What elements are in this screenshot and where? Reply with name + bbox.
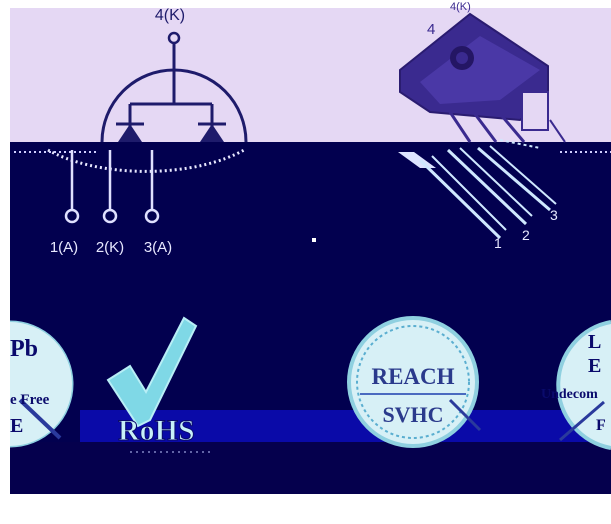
lead-1-a bbox=[418, 158, 502, 240]
package-side-face bbox=[521, 91, 549, 131]
pin2-terminal-icon bbox=[102, 208, 118, 224]
lead-2-b bbox=[459, 147, 533, 217]
reach-badge-inner-ring bbox=[356, 325, 470, 439]
pb-badge-slash bbox=[18, 398, 62, 440]
pin3-terminal-icon bbox=[144, 208, 160, 224]
mounting-hole-inner bbox=[456, 52, 468, 64]
pin-number-1: 1 bbox=[494, 235, 502, 251]
reach-line2: SVHC bbox=[382, 402, 443, 427]
pin2-label: 2(K) bbox=[96, 239, 124, 256]
schematic-top-label: 4(K) bbox=[155, 7, 185, 24]
pb-free-badge: Pb e Free E bbox=[9, 320, 74, 448]
right-badge-line4: F bbox=[596, 417, 606, 434]
pb-badge-line2: e Free bbox=[10, 392, 50, 408]
package-outline-lower bbox=[47, 148, 245, 173]
lead-bend-highlight bbox=[398, 152, 436, 168]
lead-edge bbox=[549, 119, 566, 143]
reach-badge: REACH SVHC bbox=[347, 316, 482, 448]
pin-number-3: 3 bbox=[550, 207, 558, 223]
reach-slash bbox=[448, 398, 482, 432]
reach-line1: REACH bbox=[371, 364, 454, 389]
diode-left-icon bbox=[118, 124, 142, 142]
lead-top-3 bbox=[500, 115, 526, 143]
top-terminal-icon bbox=[167, 31, 181, 45]
right-badge-circle bbox=[556, 320, 611, 450]
lead-top-1 bbox=[448, 111, 472, 143]
right-badge-slash bbox=[559, 400, 605, 442]
rohs-label: RoHS bbox=[118, 414, 195, 447]
right-badge-fill bbox=[558, 322, 611, 448]
rohs-badge: RoHS bbox=[106, 316, 210, 453]
diode-schematic: 4(K) 1(A) 2(K) 3(A) bbox=[14, 7, 316, 256]
reach-badge-circle bbox=[347, 316, 479, 448]
lead-3-a bbox=[477, 146, 551, 212]
bottom-band bbox=[10, 442, 611, 494]
right-badge-line2: E bbox=[588, 355, 601, 377]
right-badge-line1: L bbox=[588, 331, 601, 353]
pb-badge-line1: Pb bbox=[10, 336, 38, 362]
blue-stripe bbox=[80, 410, 611, 442]
corner-label: 4(K) bbox=[450, 1, 471, 13]
lead-top-2 bbox=[473, 113, 498, 143]
pin3-label: 3(A) bbox=[144, 239, 172, 256]
package-outline-upper bbox=[100, 68, 248, 143]
checkmark-icon bbox=[106, 316, 198, 428]
right-partial-badge: L E Undecom F bbox=[541, 320, 611, 450]
pb-badge-line3: E bbox=[10, 415, 23, 437]
lead-1-b bbox=[431, 155, 507, 231]
to247-package: 4 4(K) 1 2 3 bbox=[398, 1, 611, 251]
package-top-face bbox=[420, 36, 540, 104]
tab-label: 4 bbox=[427, 21, 435, 38]
right-badge-line3: Undecom bbox=[541, 387, 598, 402]
pin-number-2: 2 bbox=[522, 227, 530, 243]
diode-right-icon bbox=[200, 124, 224, 142]
lead-connector bbox=[499, 139, 541, 149]
pb-badge-fill bbox=[10, 322, 72, 446]
pin1-label: 1(A) bbox=[50, 239, 78, 256]
pin1-terminal-icon bbox=[64, 208, 80, 224]
lead-2-a bbox=[446, 148, 528, 226]
speck bbox=[312, 238, 316, 242]
lead-3-b bbox=[489, 145, 557, 205]
